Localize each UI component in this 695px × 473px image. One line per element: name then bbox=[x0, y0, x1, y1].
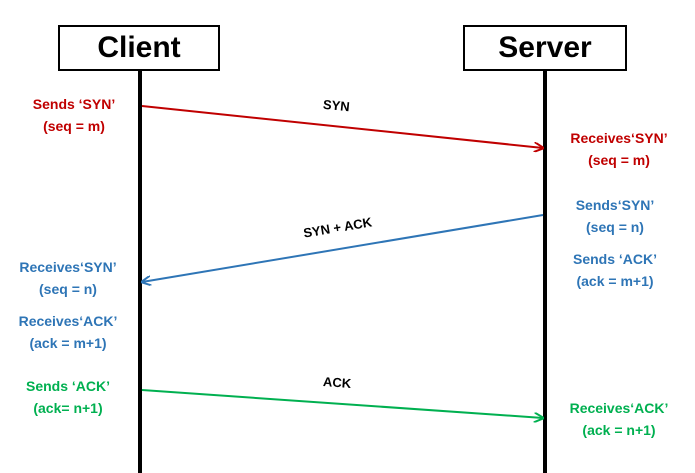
note-line: Receives‘ACK’ bbox=[18, 313, 118, 329]
note-line: Sends ‘SYN’ bbox=[32, 96, 116, 112]
ack-arrow bbox=[141, 389, 543, 418]
server-note-sends-syn: Sends‘SYN’ (seq = n) bbox=[560, 194, 670, 238]
server-title: Server bbox=[498, 31, 592, 64]
client-title: Client bbox=[97, 31, 181, 64]
syn-label: SYN bbox=[322, 96, 351, 115]
note-line: (ack = n+1) bbox=[582, 422, 656, 438]
client-note-receives-syn: Receives‘SYN’ (seq = n) bbox=[8, 256, 128, 300]
note-line: Sends ‘ACK’ bbox=[572, 251, 657, 267]
syn-arrow bbox=[141, 105, 543, 148]
note-line: (seq = n) bbox=[586, 219, 644, 235]
server-note-sends-ack: Sends ‘ACK’ (ack = m+1) bbox=[560, 248, 670, 292]
note-line: (seq = m) bbox=[43, 118, 105, 134]
note-line: (ack= n+1) bbox=[33, 400, 103, 416]
client-note-sends-ack: Sends ‘ACK’ (ack= n+1) bbox=[18, 375, 118, 419]
note-line: Receives‘SYN’ bbox=[19, 259, 117, 275]
client-note-sends-syn: Sends ‘SYN’ (seq = m) bbox=[24, 93, 124, 137]
syn-ack-arrow bbox=[142, 214, 544, 282]
client-note-receives-ack: Receives‘ACK’ (ack = m+1) bbox=[8, 310, 128, 354]
note-line: Receives‘SYN’ bbox=[570, 130, 668, 146]
note-line: Sends‘SYN’ bbox=[575, 197, 655, 213]
server-box: Server bbox=[463, 25, 627, 71]
note-line: Sends ‘ACK’ bbox=[25, 378, 110, 394]
server-note-receives-ack: Receives‘ACK’ (ack = n+1) bbox=[560, 397, 678, 441]
ack-label: ACK bbox=[322, 374, 352, 391]
note-line: (ack = m+1) bbox=[576, 273, 654, 289]
note-line: (seq = n) bbox=[39, 281, 97, 297]
server-note-receives-syn: Receives‘SYN’ (seq = m) bbox=[560, 127, 678, 171]
note-line: (ack = m+1) bbox=[29, 335, 107, 351]
client-box: Client bbox=[58, 25, 220, 71]
note-line: (seq = m) bbox=[588, 152, 650, 168]
note-line: Receives‘ACK’ bbox=[569, 400, 669, 416]
